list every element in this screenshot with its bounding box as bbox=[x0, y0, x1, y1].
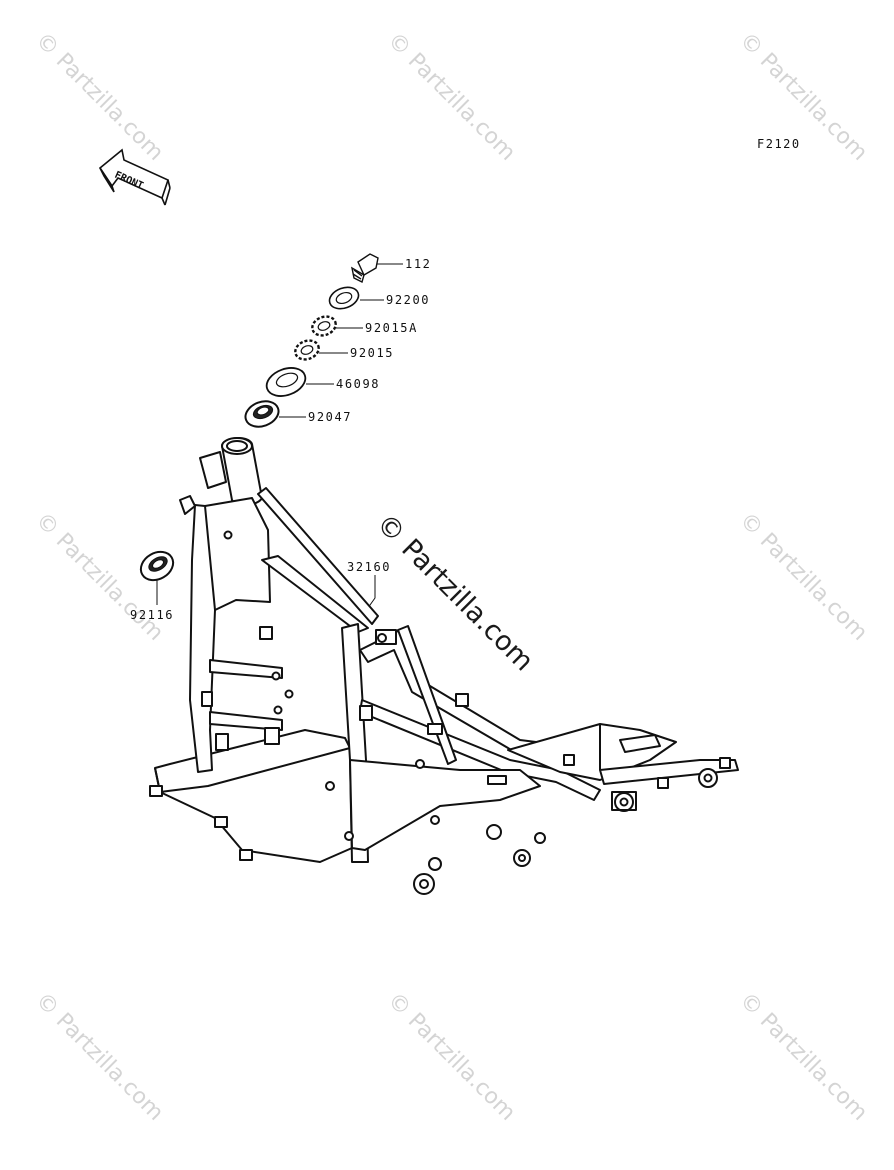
bolt-112-icon bbox=[351, 253, 379, 284]
diagram-code: F2120 bbox=[757, 137, 801, 151]
part-label-32160[interactable]: 32160 bbox=[347, 560, 392, 574]
front-arrow-icon: FRONT bbox=[98, 148, 171, 206]
part-label-92116[interactable]: 92116 bbox=[130, 608, 175, 622]
nut-92015a-icon bbox=[311, 315, 337, 337]
bearing-92116-icon bbox=[139, 550, 175, 582]
leader-lines bbox=[156, 263, 403, 613]
bearing-92047-icon bbox=[244, 400, 280, 428]
part-label-112[interactable]: 112 bbox=[405, 257, 432, 271]
nut-92015-icon bbox=[294, 339, 320, 361]
part-label-92047[interactable]: 92047 bbox=[308, 410, 353, 424]
cover-46098-icon bbox=[265, 367, 307, 397]
frame-32160-icon bbox=[149, 437, 739, 895]
part-label-92015a[interactable]: 92015A bbox=[365, 321, 418, 335]
part-label-92200[interactable]: 92200 bbox=[386, 293, 431, 307]
part-label-46098[interactable]: 46098 bbox=[336, 377, 381, 391]
part-label-92015[interactable]: 92015 bbox=[350, 346, 395, 360]
